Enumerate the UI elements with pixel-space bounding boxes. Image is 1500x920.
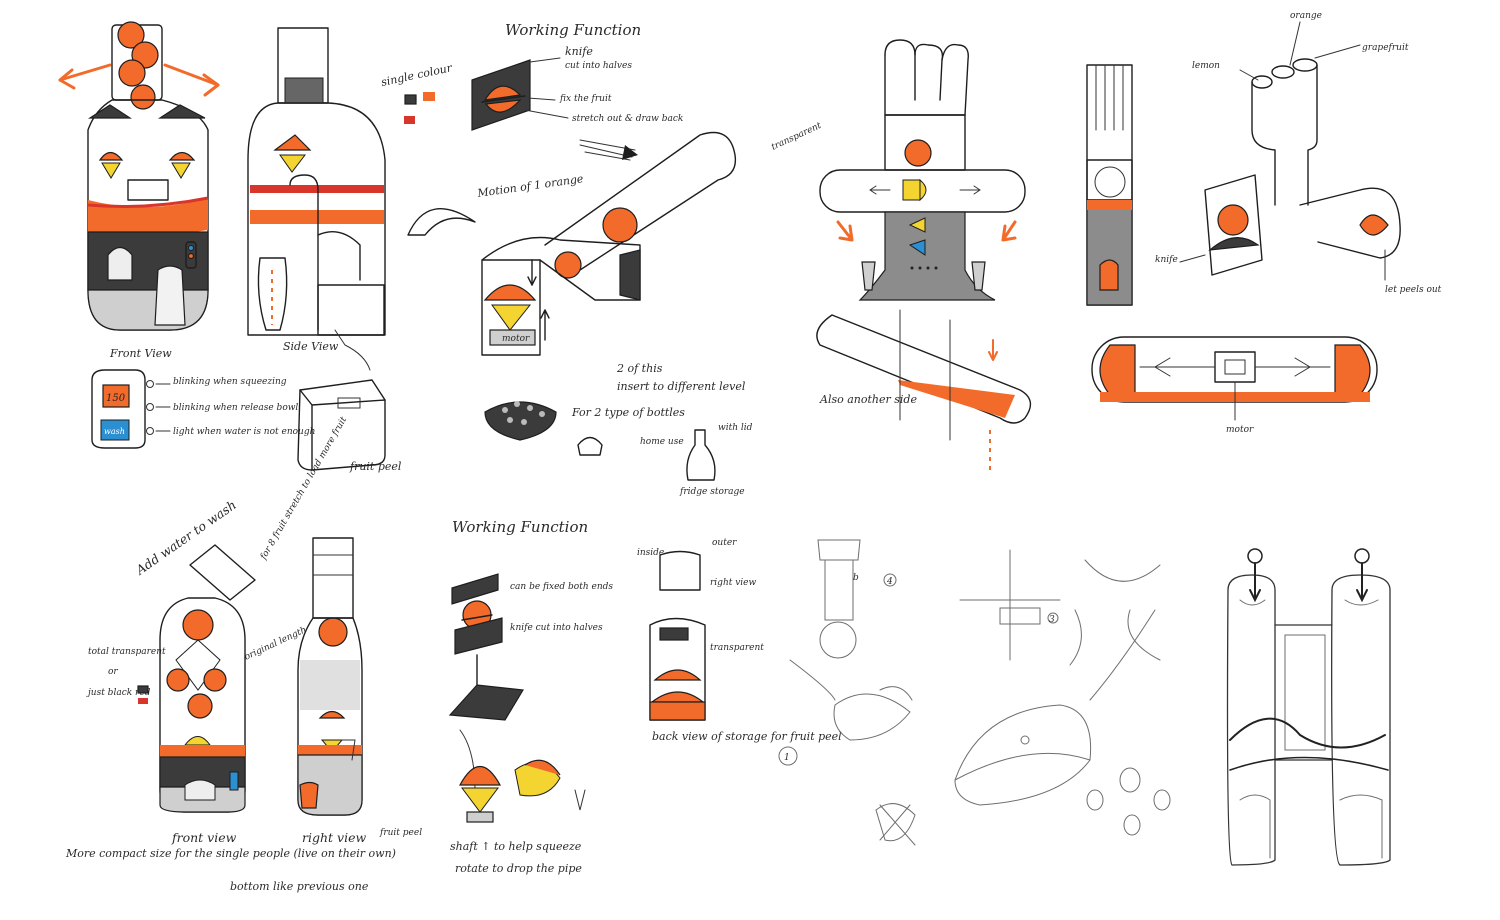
pencil-sketch-double-tube <box>1226 548 1391 866</box>
just-black-red-label: just black red <box>86 688 151 698</box>
add-water-label: Add water to wash <box>132 497 239 578</box>
more-compact-label: More compact size for the single people … <box>65 847 396 860</box>
knife-mechanism <box>471 59 531 131</box>
back-view-label: back view of storage for fruit peel <box>652 730 842 743</box>
motor-capsule <box>1091 336 1378 421</box>
t-shape-juicer <box>819 39 1026 301</box>
side-view-juicer <box>247 27 386 371</box>
circle-b-label: b <box>853 573 859 583</box>
blinking-release-label: blinking when release bowl <box>173 403 298 413</box>
inside-label: inside <box>637 548 664 558</box>
compact-bottle-right <box>297 537 363 816</box>
three-tube-concept <box>1204 58 1401 276</box>
lemon-label: lemon <box>1192 61 1220 71</box>
blinking-squeezing-label: blinking when squeezing <box>173 377 287 387</box>
bottom-like-label: bottom like previous one <box>230 880 369 893</box>
total-transparent-label: total transparent <box>88 647 166 657</box>
peel-drawer-sketch <box>297 379 386 471</box>
fix-fruit-label: fix the fruit <box>559 94 612 104</box>
bottle-tray <box>484 401 716 481</box>
pencil-sketch-pod <box>954 549 1171 836</box>
motor-label-2: motor <box>1226 425 1254 435</box>
can-be-fixed-label: can be fixed both ends <box>510 582 613 592</box>
cut-halves-label-1: cut into halves <box>565 61 632 71</box>
stretch-label: stretch out & draw back <box>572 114 683 124</box>
right-view-label-2: right view <box>710 578 757 588</box>
storage-box <box>649 550 706 721</box>
grapefruit-label: grapefruit <box>1362 43 1409 53</box>
motor-label-1: motor <box>502 334 530 344</box>
orange-label: orange <box>1290 11 1322 21</box>
control-panel-detail <box>91 369 171 449</box>
knife-label-2: knife <box>1155 255 1178 265</box>
side-view-label: Side View <box>283 340 339 353</box>
circle-4-label: 4 <box>886 577 893 587</box>
or-label: or <box>108 667 118 677</box>
two-of-this-label: 2 of this <box>616 362 663 375</box>
angled-pipe <box>816 309 1032 470</box>
front-view-label: Front View <box>109 347 172 360</box>
shaft-help-label: shaft ↑ to help squeeze <box>450 840 582 853</box>
stacked-mechanism <box>448 573 586 823</box>
knife-label-1: knife <box>565 45 593 58</box>
display-wash: wash <box>104 427 125 436</box>
outer-label: outer <box>712 538 737 548</box>
working-function-title-2: Working Function <box>452 518 588 536</box>
with-lid-label: with lid <box>718 423 753 433</box>
two-bottles-label: For 2 type of bottles <box>571 406 685 419</box>
light-water-label: light when water is not enough <box>173 427 315 437</box>
circle-1-label: 1 <box>784 753 790 763</box>
let-peels-out-label: let peels out <box>1385 285 1442 295</box>
insert-level-label: insert to different level <box>617 380 746 393</box>
rotate-drop-label: rotate to drop the pipe <box>455 862 582 875</box>
front-view-juicer <box>58 21 220 331</box>
tall-column-unit <box>1086 64 1133 306</box>
knife-cut-halves-label: knife cut into halves <box>510 623 603 633</box>
motion-diagram <box>407 131 737 356</box>
load-more-fruit-label: for 8 fruit stretch to load more fruit <box>258 415 349 562</box>
fruit-peel-label: fruit peel <box>349 460 402 473</box>
fridge-storage-label: fridge storage <box>679 487 745 497</box>
single-colour-label: single colour <box>380 61 454 89</box>
compact-bottle-front <box>159 544 256 813</box>
transparent-label-2: transparent <box>710 643 764 653</box>
circle-3-label: 3 <box>1049 615 1055 625</box>
working-function-title-1: Working Function <box>505 21 641 39</box>
right-view-label: right view <box>302 830 366 845</box>
motion-orange-label: Motion of 1 orange <box>476 172 585 200</box>
fruit-peel-label-2: fruit peel <box>379 828 422 838</box>
pencil-sketch-parts <box>778 539 916 846</box>
display-150: 150 <box>106 393 126 404</box>
transparent-label-1: transparent <box>770 121 823 153</box>
front-view-label-2: front view <box>171 830 237 845</box>
home-use-label: home use <box>640 437 684 447</box>
also-another-side-label: Also another side <box>819 393 917 406</box>
